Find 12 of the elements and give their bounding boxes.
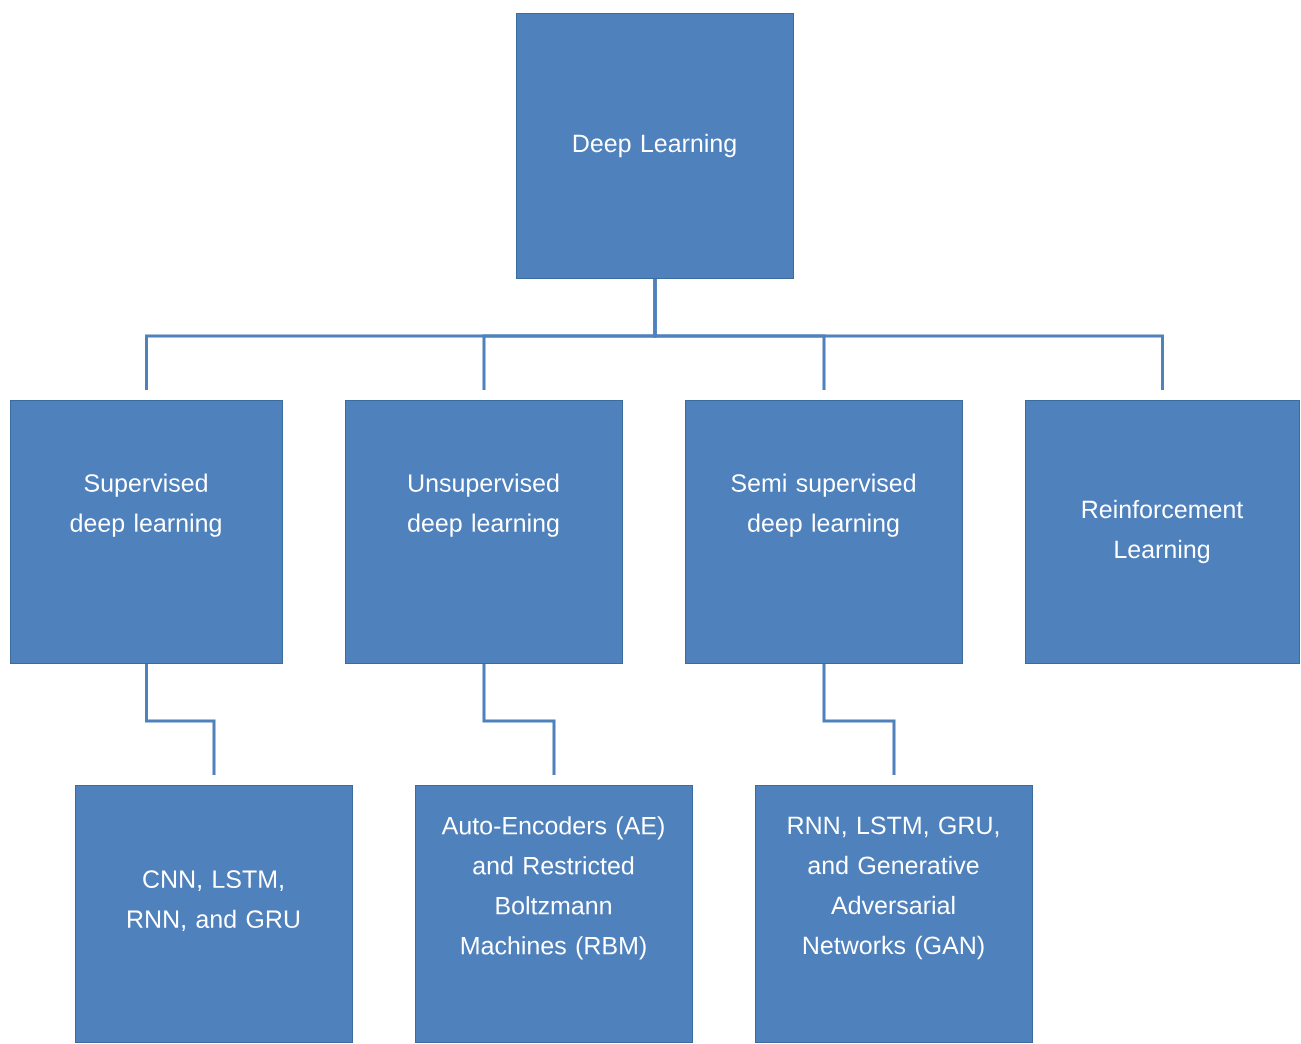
process-box: Unsupervised deep learning (345, 400, 623, 664)
process-box: Reinforcement Learning (1025, 400, 1300, 664)
process-box: Auto-Encoders (AE) and Restricted Boltzmann Machines (RBM) (415, 785, 693, 1043)
process-box: Supervised deep learning (10, 400, 283, 664)
connector-line (653, 279, 1164, 390)
connector-line (145, 664, 216, 775)
process-box: RNN, LSTM, GRU, and Generative Adversarial Networks (GAN) (755, 785, 1033, 1043)
connector-line (482, 664, 556, 775)
process-box: CNN, LSTM, RNN, and GRU (75, 785, 353, 1043)
process-box: Deep Learning (516, 13, 794, 279)
process-box: Semi supervised deep learning (685, 400, 963, 664)
connector-line (822, 664, 896, 775)
